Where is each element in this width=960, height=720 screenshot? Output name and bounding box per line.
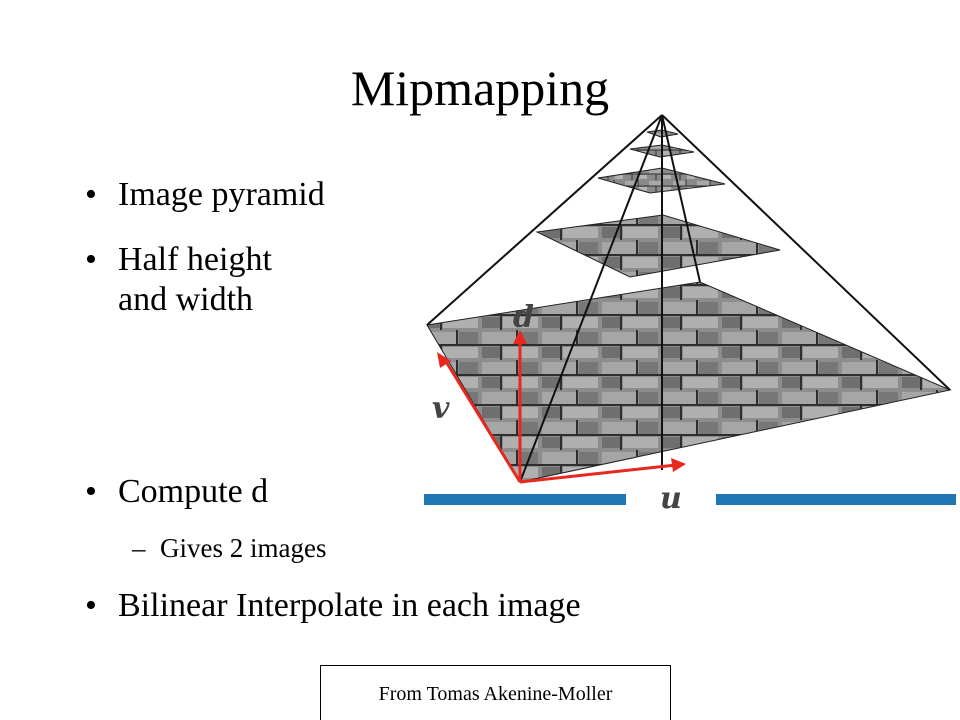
bullet-text: Compute d — [118, 473, 269, 510]
bullet-image-pyramid: • Image pyramid — [85, 175, 325, 215]
source-credit: From Tomas Akenine-Moller — [320, 665, 671, 720]
uvd-axes — [437, 330, 686, 484]
bullet-dot: • — [85, 241, 97, 278]
mip-level-0 — [426, 281, 952, 483]
slide-title: Mipmapping — [350, 60, 610, 116]
pyramid-edges — [426, 114, 951, 483]
ground-bar-right — [716, 494, 956, 505]
axis-label-v: v — [432, 391, 450, 426]
sub-bullet-gives-2-images: – Gives 2 images — [132, 532, 327, 564]
bullet-text: Bilinear Interpolate in each image — [118, 587, 581, 624]
sub-bullet-dash: – — [132, 533, 146, 563]
bullet-text-continued: and width — [118, 281, 254, 318]
bullet-text: Image pyramid — [118, 176, 325, 213]
bullet-dot: • — [85, 473, 97, 510]
bullet-dot: • — [85, 587, 97, 624]
axis-label-u: u — [660, 481, 682, 516]
bullet-dot: • — [85, 176, 97, 213]
ground-bar-left — [424, 494, 626, 505]
bullet-compute-d: • Compute d — [85, 472, 269, 512]
bullet-half-height: • Half height and width — [85, 240, 272, 320]
bullet-bilinear-interpolate: • Bilinear Interpolate in each image — [85, 586, 581, 626]
mip-level-1 — [535, 214, 781, 278]
axis-label-d: d — [513, 300, 534, 335]
sub-bullet-text: Gives 2 images — [160, 533, 327, 563]
bullet-text: Half height — [118, 241, 272, 278]
